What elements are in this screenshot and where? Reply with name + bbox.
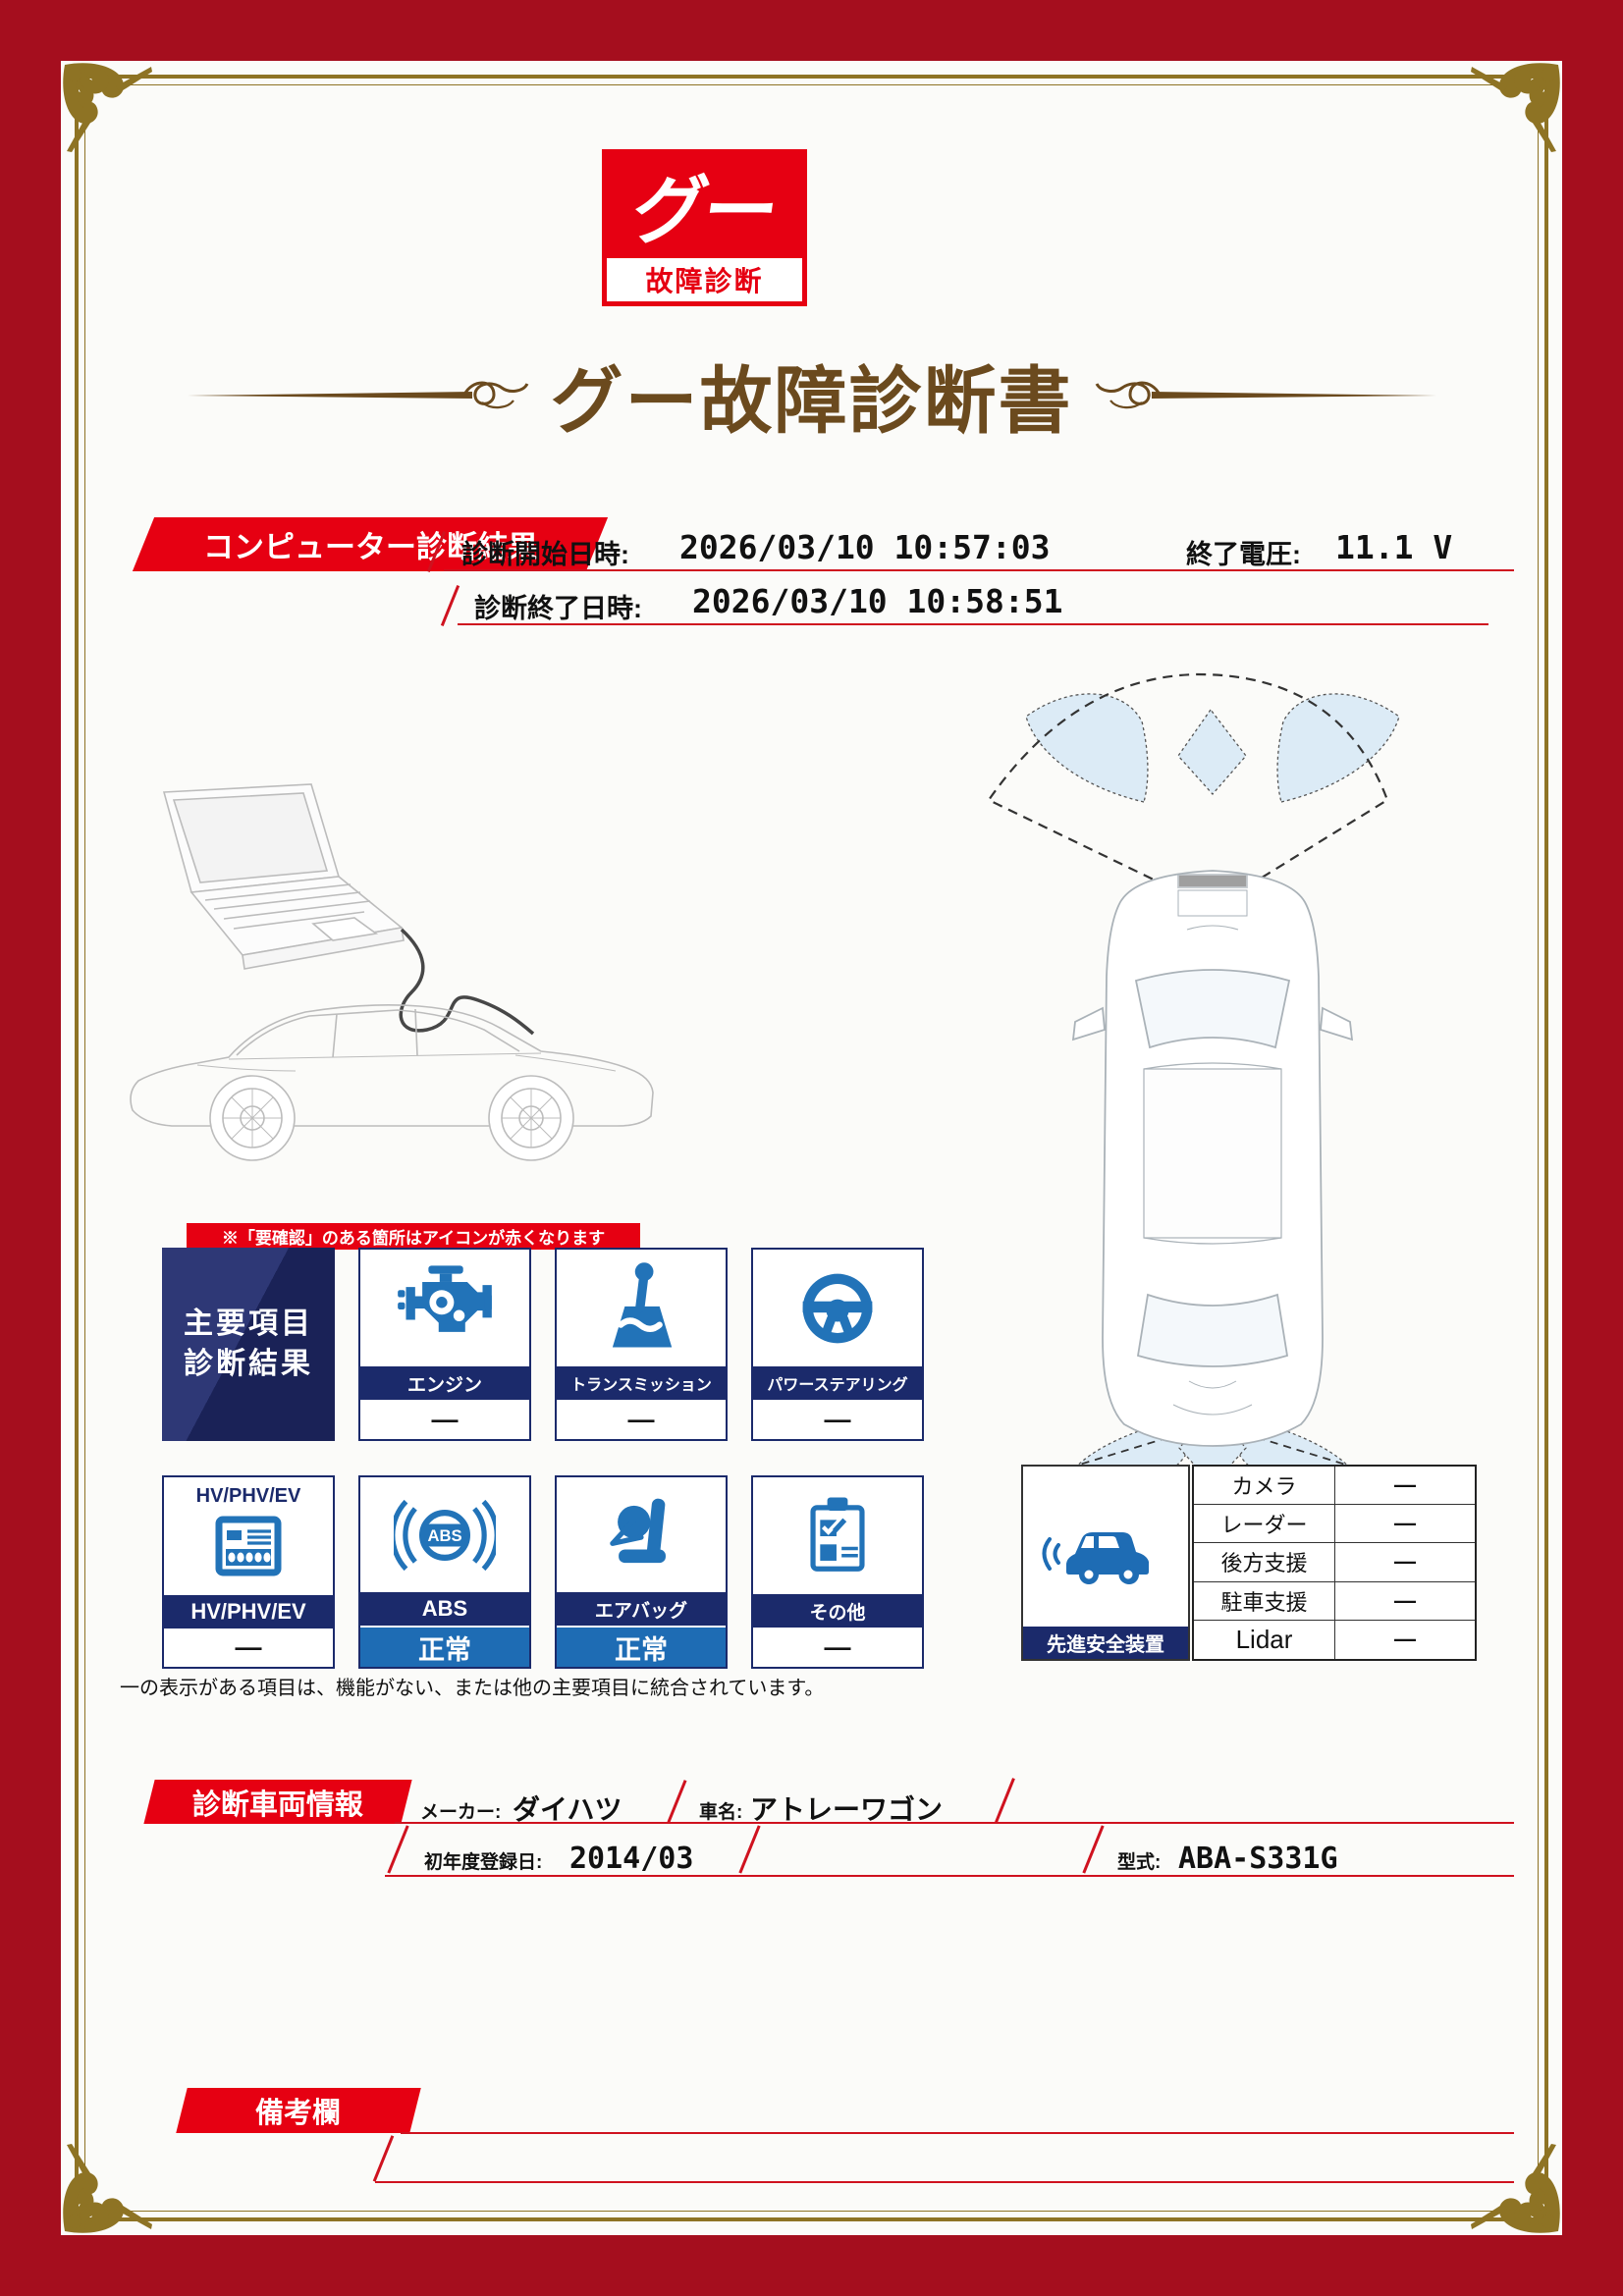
diag-end-value: 2026/03/10 10:58:51: [692, 582, 1063, 620]
safety-row-value: —: [1335, 1467, 1475, 1506]
safety-row-label: 駐車支援: [1194, 1581, 1335, 1621]
divider-line: [458, 623, 1488, 625]
diag-cell-airbag: エアバッグ 正常: [555, 1475, 728, 1669]
grid-header-line2: 診断結果: [184, 1347, 313, 1380]
goo-logo-label: 故障診断: [607, 258, 802, 301]
divider-line: [395, 1822, 1514, 1824]
goo-logo: グー 故障診断: [602, 149, 807, 306]
diag-cell-hv: HV/PHV/EV HV/PHV/EV —: [162, 1475, 335, 1669]
cell-status: 正常: [557, 1626, 726, 1667]
car-name-label: 車名:: [699, 1802, 743, 1823]
clipboard-icon: [753, 1477, 922, 1594]
cell-label: エアバッグ: [594, 1600, 688, 1622]
hv-icon-text: HV/PHV/EV: [195, 1485, 301, 1507]
diag-cell-transmission: トランスミッション —: [555, 1248, 728, 1441]
safety-row-value: —: [1335, 1505, 1475, 1544]
engine-icon: [360, 1250, 529, 1366]
airbag-icon: [557, 1477, 726, 1592]
goo-logo-mark: グー: [626, 170, 781, 253]
cell-label: HV/PHV/EV: [190, 1598, 306, 1624]
section-banner-remarks-label: 備考欄: [255, 2098, 342, 2129]
safety-row-value: —: [1335, 1543, 1475, 1582]
maker-label: メーカー:: [420, 1802, 502, 1823]
notice-bar: ※「要確認」のある箇所はアイコンが赤くなります: [187, 1223, 640, 1250]
title-flourish-right-icon: [1095, 381, 1436, 409]
car-name-value: アトレーワゴン: [750, 1794, 944, 1825]
divider-line: [444, 569, 1514, 571]
section-banner-vehicle-info: 診断車両情報: [143, 1780, 412, 1824]
safety-car-icon: [1023, 1467, 1188, 1627]
diag-cell-engine: エンジン —: [358, 1248, 531, 1441]
diag-cell-abs: ABS ABS 正常: [358, 1475, 531, 1669]
sensor-coverage-illustration: [987, 672, 1400, 1487]
safety-row-label: 後方支援: [1194, 1543, 1335, 1582]
safety-device-cell: 先進安全装置: [1021, 1465, 1190, 1661]
abs-icon: ABS: [360, 1477, 529, 1592]
section-banner-remarks: 備考欄: [176, 2088, 421, 2133]
steering-wheel-icon: [753, 1250, 922, 1366]
model-code-value: ABA-S331G: [1178, 1842, 1338, 1876]
cell-status: 正常: [360, 1626, 529, 1667]
cell-label: その他: [809, 1602, 866, 1624]
section-banner-vehicle-info-label: 診断車両情報: [191, 1789, 363, 1821]
title-flourish-left-icon: [187, 381, 528, 409]
title-row: グー故障診断書: [93, 346, 1530, 444]
cell-label: パワーステアリング: [767, 1377, 908, 1394]
diag-cell-power-steering: パワーステアリング —: [751, 1248, 924, 1441]
page-title: グー故障診断書: [550, 359, 1073, 442]
first-registration-value: 2014/03: [569, 1842, 694, 1876]
corner-ornament-icon: [1471, 63, 1560, 152]
cell-label: トランスミッション: [570, 1377, 712, 1394]
voltage-label: 終了電圧:: [1186, 540, 1301, 569]
diag-end-label: 診断終了日時:: [474, 594, 642, 623]
corner-ornament-icon: [63, 2144, 152, 2233]
diag-start-value: 2026/03/10 10:57:03: [679, 528, 1051, 566]
cell-label: エンジン: [406, 1374, 482, 1396]
abs-icon-text: ABS: [427, 1526, 461, 1545]
laptop-car-illustration: [130, 783, 654, 1161]
corner-ornament-icon: [1471, 2144, 1560, 2233]
maker-value: ダイハツ: [513, 1794, 622, 1825]
model-code-label: 型式:: [1117, 1852, 1162, 1873]
cell-label: ABS: [421, 1596, 468, 1621]
safety-row-label: Lidar: [1194, 1620, 1335, 1659]
safety-row-value: —: [1394, 1627, 1416, 1652]
divider-line: [385, 1875, 1514, 1877]
cell-status: —: [235, 1631, 262, 1662]
cell-status: —: [824, 1404, 851, 1434]
hv-unit-icon: HV/PHV/EV: [164, 1477, 333, 1595]
safety-row-label: カメラ: [1194, 1467, 1335, 1506]
remarks-line-2: [375, 2181, 1514, 2183]
cell-status: —: [431, 1404, 459, 1434]
safety-row-value: —: [1335, 1582, 1475, 1621]
diag-cell-other: その他 —: [751, 1475, 924, 1669]
voltage-value: 11.1 V: [1335, 528, 1453, 566]
corner-ornament-icon: [63, 63, 152, 152]
grid-footnote: 一の表示がある項目は、機能がない、または他の主要項目に統合されています。: [120, 1678, 825, 1699]
cell-status: —: [627, 1404, 655, 1434]
diag-start-label: 診断開始日時:: [461, 540, 629, 569]
safety-table: カメラ — レーダー — 後方支援 — 駐車支援 — Lidar —: [1192, 1465, 1477, 1661]
grid-header-line1: 主要項目: [184, 1308, 313, 1340]
safety-row-label: レーダー: [1194, 1505, 1335, 1544]
first-registration-label: 初年度登録日:: [424, 1852, 543, 1873]
remarks-line-1: [401, 2132, 1514, 2134]
safety-caption: 先進安全装置: [1023, 1627, 1188, 1659]
transmission-icon: [557, 1250, 726, 1366]
cell-status: —: [824, 1631, 851, 1662]
grid-header: 主要項目 診断結果: [162, 1248, 335, 1441]
